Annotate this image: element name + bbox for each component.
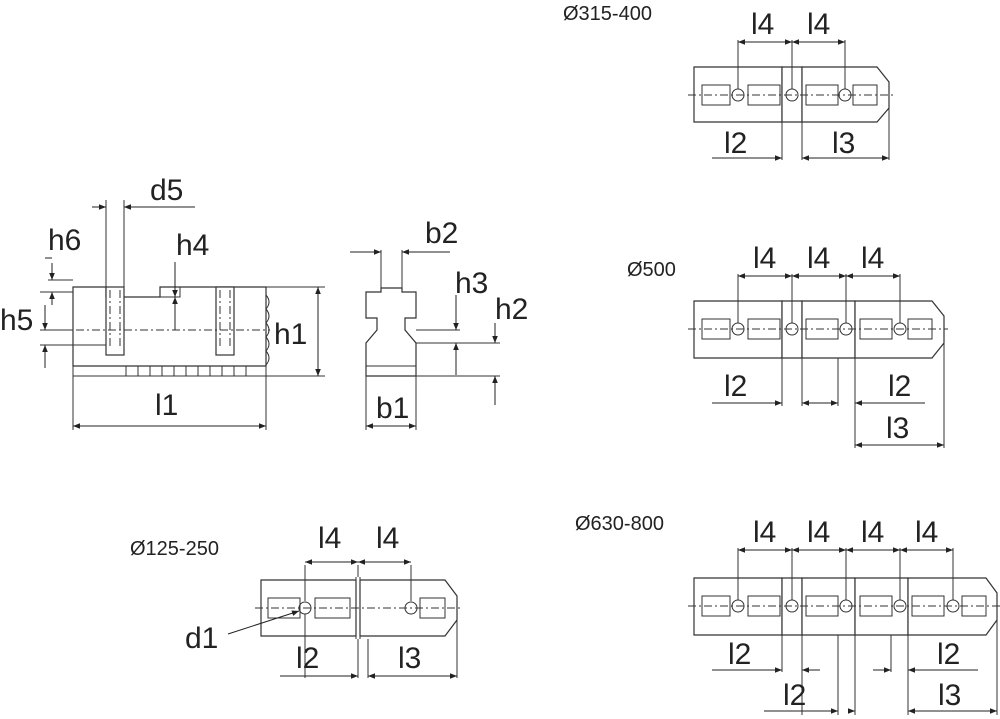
- l4-label-125-a: l4: [318, 522, 341, 555]
- jaw-end-view: [350, 249, 500, 430]
- jaw-top-view-500: [688, 273, 948, 448]
- l4-label-125-b: l4: [376, 522, 399, 555]
- l2-label-500-b: l2: [888, 370, 911, 403]
- l4-label-315-a: l4: [751, 8, 774, 41]
- h6-label: h6: [48, 224, 81, 257]
- h1-label: h1: [274, 318, 307, 351]
- h3-label: h3: [455, 267, 488, 300]
- jaw-top-view-125-250: [227, 559, 462, 679]
- l4-label-500-b: l4: [807, 242, 830, 275]
- jaw-side-view: [40, 200, 325, 430]
- d5-label: d5: [150, 174, 183, 207]
- l2-label-315: l2: [724, 127, 747, 160]
- d1-label: d1: [185, 622, 218, 655]
- jaw-top-view-630-800: [688, 547, 1000, 715]
- diameter-500-label: Ø500: [627, 259, 676, 281]
- l3-label-315: l3: [832, 127, 855, 160]
- l4-label-315-b: l4: [807, 8, 830, 41]
- h5-label: h5: [0, 304, 33, 337]
- diameter-630-800-label: Ø630-800: [575, 513, 664, 535]
- l2-label-630-a: l2: [728, 638, 751, 671]
- l3-label-500: l3: [886, 412, 909, 445]
- b2-label: b2: [425, 217, 458, 250]
- l4-label-500-a: l4: [753, 242, 776, 275]
- l4-label-630-d: l4: [915, 516, 938, 549]
- jaw-top-view-315-400: [688, 39, 893, 161]
- l4-label-500-c: l4: [861, 242, 884, 275]
- h4-label: h4: [176, 229, 209, 262]
- l4-label-630-b: l4: [807, 516, 830, 549]
- l2-label-500-a: l2: [724, 370, 747, 403]
- l3-label-630: l3: [938, 679, 961, 712]
- h2-label: h2: [495, 293, 528, 326]
- l2-label-630-b: l2: [937, 638, 960, 671]
- l4-label-630-a: l4: [753, 516, 776, 549]
- l1-label: l1: [155, 389, 178, 422]
- l2-label-125: l2: [296, 642, 319, 675]
- b1-label: b1: [376, 392, 409, 425]
- diameter-315-400-label: Ø315-400: [563, 3, 652, 25]
- l3-label-125: l3: [398, 642, 421, 675]
- l2-label-630-c: l2: [783, 679, 806, 712]
- diameter-125-250-label: Ø125-250: [130, 538, 219, 560]
- l4-label-630-c: l4: [861, 516, 884, 549]
